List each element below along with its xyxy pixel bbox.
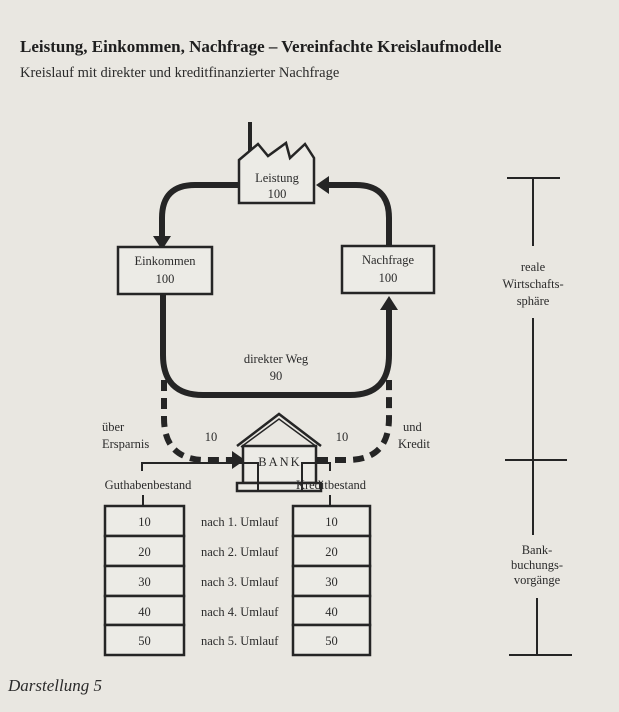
scale-upper-3: sphäre — [517, 294, 550, 308]
scale-upper-1: reale — [521, 260, 546, 274]
factory-chimney-icon — [248, 122, 252, 152]
guthaben-stack-cell — [103, 623, 186, 657]
kredit-stack: 10 20 30 40 50 — [291, 504, 372, 657]
bank-label: BANK — [258, 455, 301, 469]
kredit-stack-value: 10 — [325, 515, 338, 529]
kredit-stack-value: 30 — [325, 575, 338, 589]
direct-path-value: 90 — [270, 369, 283, 383]
guthaben-stack-value: 10 — [138, 515, 151, 529]
credit-label-2: Kredit — [398, 437, 430, 451]
sphere-scale: reale Wirtschafts- sphäre Bank- buchungs… — [502, 177, 572, 656]
leistung-label: Leistung — [255, 171, 299, 185]
page-subtitle: Kreislauf mit direkter und kreditfinanzi… — [20, 65, 339, 81]
factory-icon — [237, 140, 316, 205]
bank-node: BANK — [235, 412, 323, 493]
scale-lower-3: vorgänge — [514, 573, 561, 587]
savings-label-2: Ersparnis — [102, 437, 149, 451]
guthaben-stack-value: 50 — [138, 634, 151, 648]
scale-lower-1: Bank- — [522, 543, 553, 557]
round-label: nach 2. Umlauf — [201, 545, 279, 559]
connector-kredit — [301, 462, 331, 491]
kredit-stack-value: 20 — [325, 545, 338, 559]
einkommen-label: Einkommen — [134, 254, 196, 268]
guthaben-stack-cell — [103, 564, 186, 598]
direct-path-label: direkter Weg — [244, 352, 309, 366]
bank-roof-icon — [236, 412, 322, 447]
kredit-stack-cell — [291, 504, 372, 538]
nachfrage-node: Nachfrage 100 — [340, 244, 436, 295]
flow-leistung-to-einkommen — [159, 182, 239, 238]
kredit-stack-value: 50 — [325, 634, 338, 648]
kredit-stack-value: 40 — [325, 605, 338, 619]
flow-direct-path — [160, 295, 392, 398]
einkommen-node: Einkommen 100 — [116, 245, 214, 296]
guthaben-stack: 10 20 30 40 50 — [103, 504, 186, 657]
arrow-up-icon — [380, 296, 398, 310]
arrow-down-icon — [153, 236, 171, 250]
guthaben-stack-value: 20 — [138, 545, 151, 559]
einkommen-value: 100 — [156, 272, 175, 286]
arrow-left-icon — [316, 176, 329, 194]
round-label: nach 5. Umlauf — [201, 634, 279, 648]
page-title: Leistung, Einkommen, Nachfrage – Vereinf… — [20, 37, 502, 56]
figure-caption: Darstellung 5 — [7, 676, 102, 695]
savings-label-1: über — [102, 420, 125, 434]
connector-guthaben — [141, 462, 259, 491]
guthaben-label: Guthabenbestand — [105, 478, 193, 492]
flow-nachfrage-to-leistung — [326, 182, 392, 246]
nachfrage-label: Nachfrage — [362, 253, 414, 267]
nachfrage-value: 100 — [379, 271, 398, 285]
kredit-stack-cell — [291, 623, 372, 657]
guthaben-stack-value: 40 — [138, 605, 151, 619]
kredit-label: Kreditbestand — [296, 478, 367, 492]
scale-upper-2: Wirtschafts- — [502, 277, 563, 291]
credit-label-1: und — [403, 420, 423, 434]
guthaben-stack-value: 30 — [138, 575, 151, 589]
round-label: nach 1. Umlauf — [201, 515, 279, 529]
round-label: nach 3. Umlauf — [201, 575, 279, 589]
credit-value: 10 — [336, 430, 349, 444]
leistung-value: 100 — [268, 187, 287, 201]
flow-savings-path — [161, 380, 234, 463]
round-label: nach 4. Umlauf — [201, 605, 279, 619]
scale-lower-2: buchungs- — [511, 558, 563, 572]
savings-value: 10 — [205, 430, 218, 444]
arrow-right-icon — [232, 451, 245, 469]
flow-credit-path — [317, 380, 392, 463]
leistung-factory-node: Leistung 100 — [237, 122, 316, 205]
